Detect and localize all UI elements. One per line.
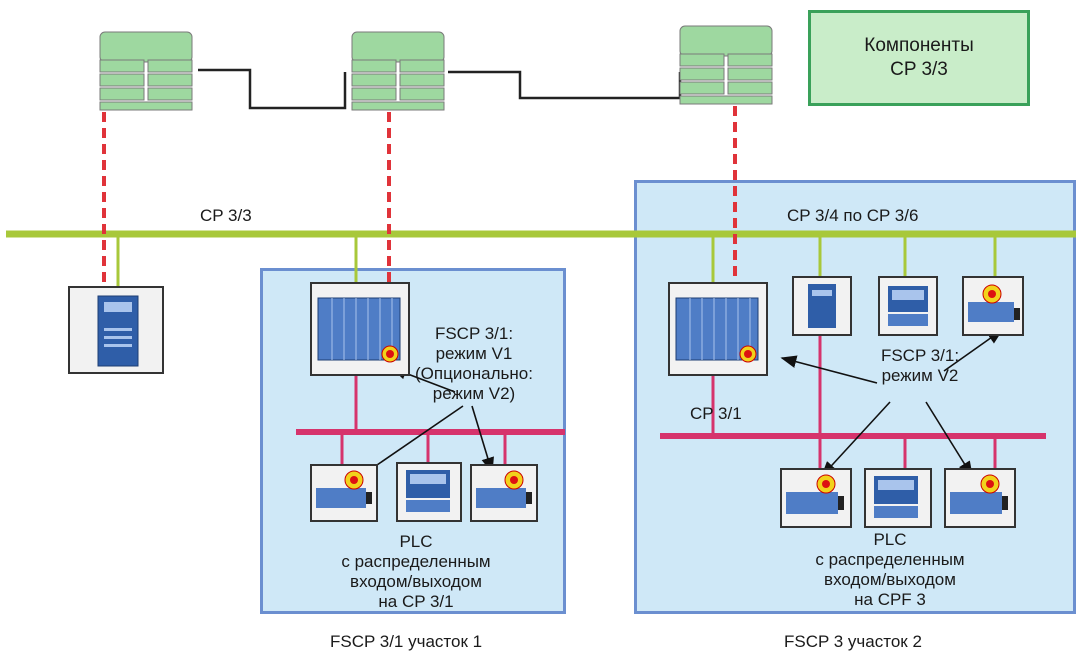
zone2-plc-line-2: с распределенным — [815, 550, 965, 569]
legend-line-2: CP 3/3 — [890, 59, 948, 80]
safety-io-z1-2 — [470, 464, 538, 522]
zone2-fscp-line-1: FSCP 3/1: — [880, 346, 960, 365]
zone2-plc-line-3: входом/выходом — [824, 570, 956, 589]
zone1-plc-description: PLC с распределенным входом/выходом на C… — [336, 532, 496, 612]
zone1-fscp-label: FSCP 3/1: режим V1 (Опционально: режим V… — [414, 324, 534, 404]
zone2-fscp-label: FSCP 3/1: режим V2 — [860, 346, 980, 386]
zone1-plc-line-2: с распределенным — [341, 552, 491, 571]
arrow-z2-io3 — [925, 401, 973, 478]
safety-io-z1-1 — [310, 464, 378, 522]
switch-3 — [679, 25, 773, 105]
zone1-caption: FSCP 3/1 участок 1 — [330, 632, 483, 651]
zone2-fscp-line-2: режим V2 — [881, 366, 959, 385]
zone2-plc-description: PLC с распределенным входом/выходом на C… — [810, 530, 970, 610]
hmi-device — [878, 276, 938, 336]
legend-line-1: Компоненты — [864, 35, 974, 56]
hmi-z1 — [396, 462, 462, 522]
cp34-36-bus-label: CP 3/4 по CP 3/6 — [787, 206, 919, 225]
zone1-fscp-line-1: FSCP 3/1: — [434, 324, 514, 343]
switch-link-2 — [448, 70, 682, 100]
arrow-z2-io1 — [820, 401, 891, 478]
switch-1 — [99, 31, 193, 111]
safety-io-z2-1 — [780, 468, 852, 528]
hmi-z2 — [864, 468, 932, 528]
zone2-plc-line-1: PLC — [873, 530, 907, 549]
drive-device — [792, 276, 852, 336]
arrow-z2-top — [943, 329, 1004, 372]
zone-fscp-area-2 — [634, 180, 1076, 614]
zone2-caption: FSCP 3 участок 2 — [784, 632, 922, 651]
zone1-fscp-line-3: (Опционально: — [415, 364, 533, 383]
arrow-z1-io3 — [471, 405, 494, 474]
components-legend: Компоненты CP 3/3 — [808, 10, 1030, 106]
plc-zone1 — [310, 282, 410, 376]
zone1-fscp-line-2: режим V1 — [435, 344, 513, 363]
plc-zone2 — [668, 282, 768, 376]
arrow-z2-plc — [780, 355, 878, 384]
switch-2 — [351, 31, 445, 111]
switch-link-1 — [198, 68, 347, 110]
server-device — [68, 286, 164, 374]
safety-io-z2-2 — [944, 468, 1016, 528]
zone2-plc-line-4: на CPF 3 — [854, 590, 926, 609]
zone1-plc-line-4: на CP 3/1 — [378, 592, 454, 611]
zone1-fscp-line-4: режим V2) — [432, 384, 516, 403]
zone1-plc-line-3: входом/выходом — [350, 572, 482, 591]
cp31-bus-label: CP 3/1 — [690, 404, 742, 423]
zone1-plc-line-1: PLC — [399, 532, 433, 551]
safety-io-top — [962, 276, 1024, 336]
cp33-bus-label: CP 3/3 — [200, 206, 252, 225]
